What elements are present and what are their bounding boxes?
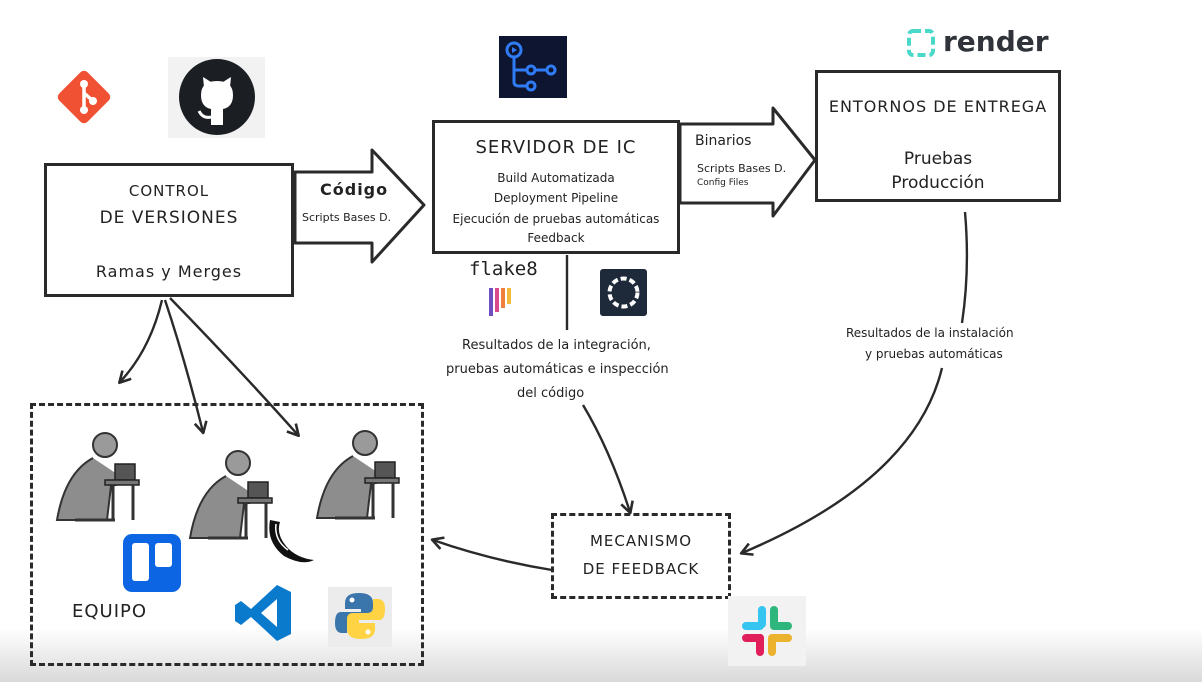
github-logo-icon bbox=[179, 59, 255, 135]
delivery-to-feedback-arrow bbox=[742, 367, 944, 553]
team-label: EQUIPO bbox=[72, 601, 148, 622]
python-logo-icon bbox=[335, 593, 385, 639]
feedback-title-1: MECANISMO bbox=[589, 532, 693, 550]
install-results-line-2: y pruebas automáticas bbox=[865, 347, 1003, 361]
render-logo-text: render bbox=[943, 25, 1049, 58]
delivery-item-2: Producción bbox=[891, 173, 985, 193]
team-box bbox=[30, 403, 424, 666]
code-arrow-label: Código bbox=[320, 180, 389, 199]
version-control-title-2: DE VERSIONES bbox=[99, 208, 239, 228]
integration-results-line-2: pruebas automáticas e inspección bbox=[446, 362, 669, 377]
flake8-logo-text: flake8 bbox=[469, 258, 538, 280]
code-arrow-sub: Scripts Bases D. bbox=[302, 211, 392, 224]
vc-to-team-arrow-3 bbox=[169, 297, 298, 435]
version-control-title-1: CONTROL bbox=[128, 182, 210, 200]
github-actions-icon bbox=[499, 36, 567, 98]
feedback-to-team-arrow bbox=[433, 540, 553, 572]
binaries-block-arrow bbox=[678, 106, 817, 218]
vc-to-team-arrow-2 bbox=[163, 299, 203, 432]
version-control-sub: Ramas y Merges bbox=[95, 262, 243, 281]
slack-logo-icon bbox=[742, 606, 792, 656]
developer-figure-2 bbox=[188, 450, 273, 540]
binaries-arrow-sub-1: Scripts Bases D. bbox=[697, 162, 787, 175]
vc-to-team-arrow-1 bbox=[120, 299, 164, 382]
ci-server-box: SERVIDOR DE IC Build Automatizada Deploy… bbox=[432, 120, 680, 254]
coverage-circle-icon bbox=[600, 269, 647, 316]
ci-item-1: Build Automatizada bbox=[497, 171, 615, 185]
developer-figure-1 bbox=[55, 432, 140, 522]
developer-figure-3 bbox=[315, 430, 400, 520]
binaries-arrow-label: Binarios bbox=[695, 133, 752, 149]
version-control-box: CONTROL DE VERSIONES Ramas y Merges bbox=[44, 163, 294, 297]
delivery-title: ENTORNOS DE ENTREGA bbox=[828, 97, 1048, 116]
binaries-arrow-sub-2: Config Files bbox=[697, 178, 749, 188]
ci-item-2: Deployment Pipeline bbox=[493, 191, 619, 205]
integration-results-line-1: Resultados de la integración, bbox=[462, 338, 651, 353]
code-block-arrow bbox=[293, 148, 426, 264]
feedback-title-2: DE FEEDBACK bbox=[582, 560, 700, 578]
flask-logo-icon bbox=[269, 520, 314, 563]
ci-item-4: Feedback bbox=[527, 231, 585, 245]
bottom-shadow bbox=[0, 628, 1202, 682]
install-results-line-1: Resultados de la instalación bbox=[846, 326, 1014, 340]
ci-server-title: SERVIDOR DE IC bbox=[475, 137, 637, 158]
delivery-environments-box: ENTORNOS DE ENTREGA Pruebas Producción bbox=[815, 70, 1061, 202]
flake8-logo-icon bbox=[489, 288, 511, 316]
ci-to-feedback-arrow bbox=[581, 404, 630, 512]
slack-logo-tile bbox=[728, 596, 806, 666]
integration-results-line-3: del código bbox=[517, 386, 585, 401]
ci-item-3: Ejecución de pruebas automáticas bbox=[452, 212, 660, 226]
git-logo-icon bbox=[57, 70, 111, 124]
delivery-down-line bbox=[960, 211, 969, 324]
render-logo-icon bbox=[907, 29, 935, 57]
feedback-mechanism-box: MECANISMO DE FEEDBACK bbox=[551, 513, 731, 599]
delivery-item-1: Pruebas bbox=[903, 149, 973, 169]
vscode-logo-icon bbox=[235, 585, 291, 641]
trello-logo-icon bbox=[123, 534, 181, 592]
